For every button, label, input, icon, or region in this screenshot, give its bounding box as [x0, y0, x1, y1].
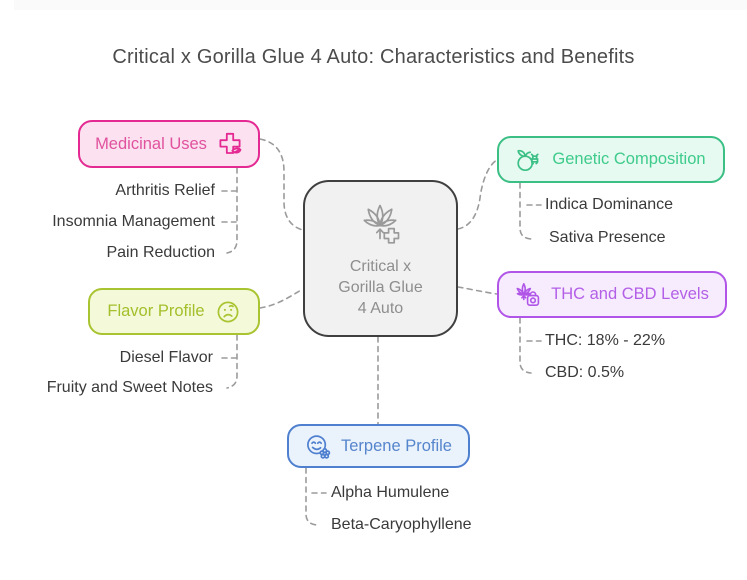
branch-thc-cbd-label: THC and CBD Levels: [551, 285, 709, 303]
item-thc-level: THC: 18% - 22%: [545, 332, 666, 349]
connector-terpene-items: [305, 467, 327, 526]
branch-terpene-profile: Terpene Profile: [287, 424, 470, 468]
item-arthritis-relief: Arthritis Relief: [115, 182, 215, 199]
item-pain-reduction: Pain Reduction: [106, 244, 215, 261]
cannabis-leaf-medical-cross-icon: [362, 204, 399, 244]
connector-flavor-center: [259, 288, 304, 309]
center-node-label: Critical x Gorilla Glue 4 Auto: [338, 256, 422, 319]
cannabis-leaf-lock-icon: [516, 282, 540, 306]
branch-terpene-label: Terpene Profile: [341, 436, 452, 455]
branch-medicinal-label: Medicinal Uses: [95, 134, 207, 153]
item-sativa-presence: Sativa Presence: [549, 229, 666, 246]
medical-cross-leaf-icon: [219, 132, 242, 154]
center-label-line-1: Critical x: [349, 258, 412, 275]
connector-thc-items: [519, 317, 542, 374]
item-diesel-flavor: Diesel Flavor: [119, 349, 213, 366]
branch-medicinal-uses: Medicinal Uses: [78, 120, 260, 168]
center-label-line-2: Gorilla Glue: [338, 279, 423, 296]
connector-genetic-items: [519, 182, 542, 240]
fruit-dna-icon: [517, 149, 540, 171]
branch-genetic-label: Genetic Composition: [552, 150, 706, 168]
center-label-line-3: 4 Auto: [357, 300, 404, 317]
item-alpha-humulene: Alpha Humulene: [331, 484, 450, 501]
item-cbd-level: CBD: 0.5%: [545, 364, 625, 381]
frowning-face-icon: [217, 301, 239, 322]
connector-medicinal-center: [259, 138, 304, 231]
connector-medicinal-items: [221, 167, 238, 254]
item-beta-caryophyllene: Beta-Caryophyllene: [331, 516, 472, 533]
diagram-title: Critical x Gorilla Glue 4 Auto: Characte…: [112, 46, 635, 68]
branch-thc-cbd-levels: THC and CBD Levels: [497, 271, 727, 318]
branch-flavor-profile: Flavor Profile: [88, 288, 260, 335]
smiley-flower-icon: [307, 435, 331, 459]
branch-genetic-composition: Genetic Composition: [497, 136, 725, 183]
center-node: Critical x Gorilla Glue 4 Auto: [303, 180, 458, 337]
item-insomnia-management: Insomnia Management: [52, 213, 215, 230]
item-fruity-sweet-notes: Fruity and Sweet Notes: [46, 379, 213, 396]
top-strip: [14, 0, 747, 10]
item-indica-dominance: Indica Dominance: [545, 196, 674, 213]
branch-flavor-label: Flavor Profile: [107, 302, 205, 320]
connector-center-thc: [457, 286, 498, 295]
connector-flavor-items: [221, 334, 238, 389]
connector-center-genetic: [457, 159, 498, 230]
